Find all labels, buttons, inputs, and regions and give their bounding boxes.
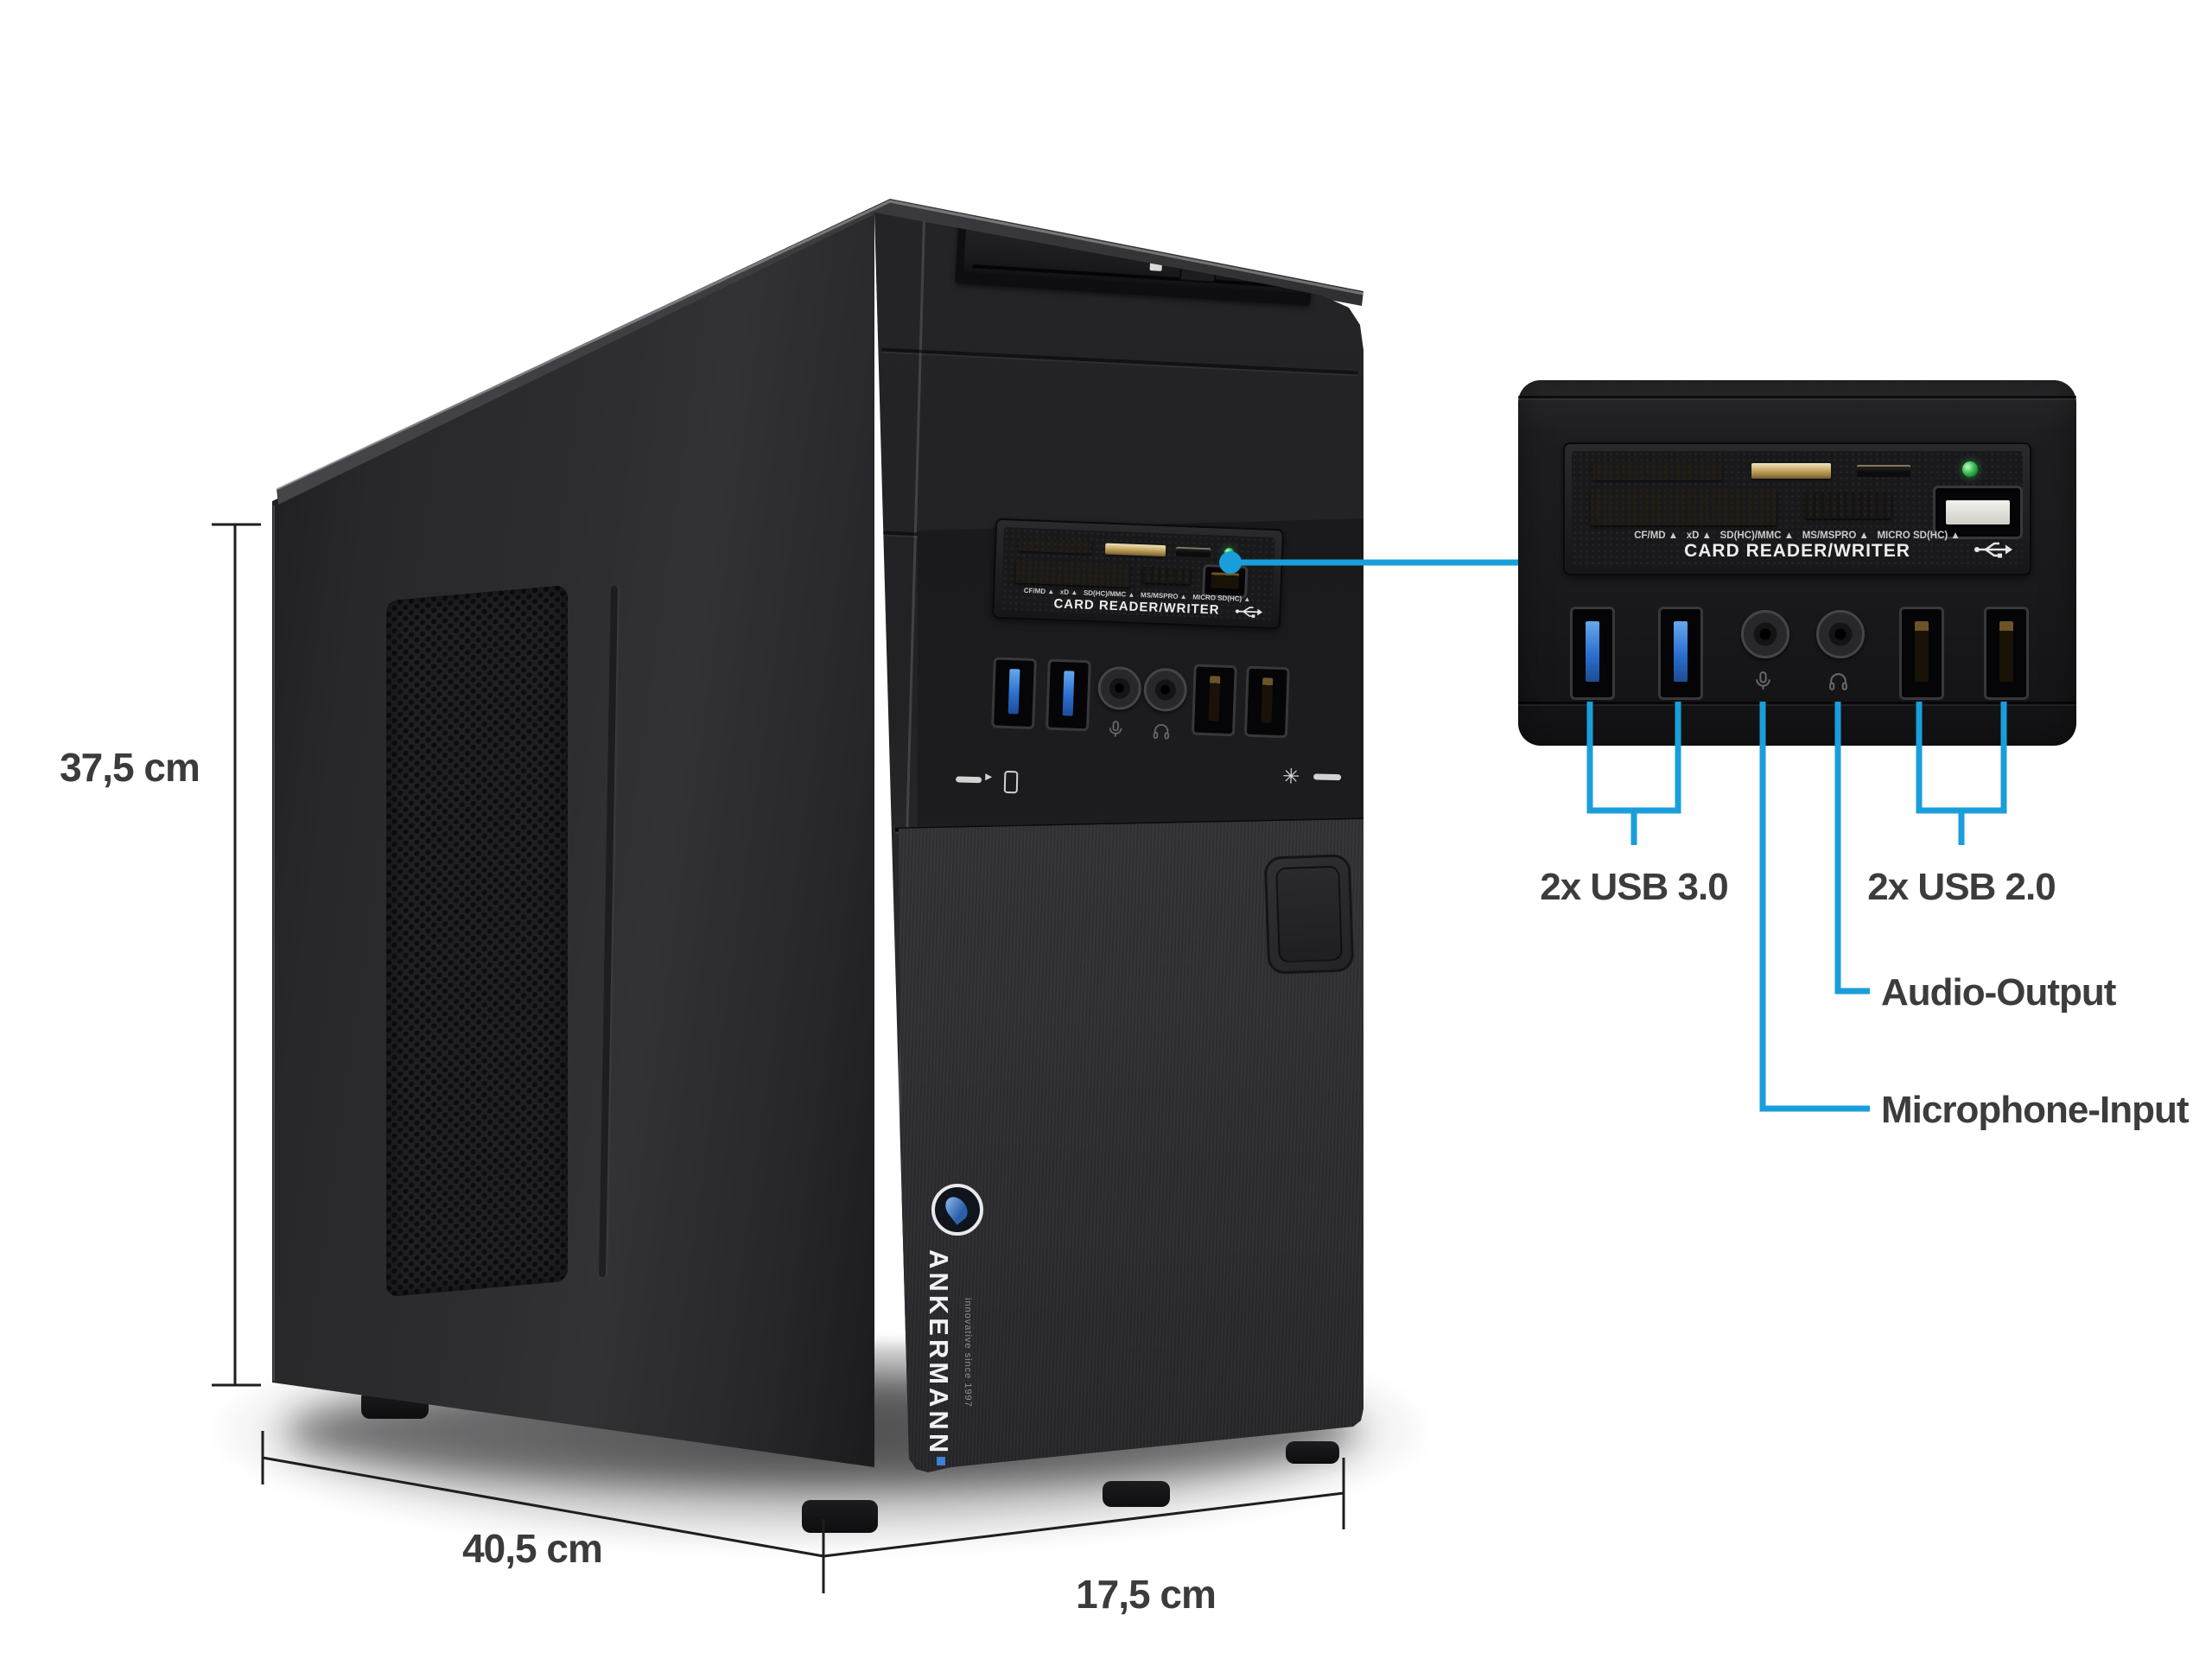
audio-output-label: Audio-Output bbox=[1881, 971, 2116, 1014]
panel-groove-bottom bbox=[1518, 702, 2076, 704]
card-reader-slot-labels: CF/MD ▲ xD ▲ SD(HC)/MMC ▲ MS/MSPRO ▲ MIC… bbox=[1634, 531, 1961, 541]
power-led-dash bbox=[1313, 773, 1342, 781]
headphone-icon bbox=[1829, 673, 1847, 690]
usb2-port-2 bbox=[1984, 607, 2029, 700]
usb2-tongue bbox=[1915, 621, 1929, 682]
case-foot-front-mid bbox=[1103, 1481, 1170, 1507]
usb2-tongue bbox=[1208, 676, 1221, 721]
door-latch-inner bbox=[1275, 865, 1343, 963]
front-door: ANKERMANN innovative since 1997 bbox=[899, 819, 1363, 1472]
headphone-jack bbox=[1816, 610, 1865, 658]
cf-md-slot bbox=[1591, 489, 1777, 525]
microphone-input-label: Microphone-Input bbox=[1881, 1089, 2189, 1131]
jack-hole bbox=[1759, 628, 1771, 640]
reader-usb-tongue bbox=[1946, 500, 2010, 524]
usb-trident-icon bbox=[1235, 607, 1262, 618]
usb3-tongue bbox=[1007, 669, 1020, 715]
usb3-port-1 bbox=[1570, 607, 1615, 700]
microphone-icon bbox=[1756, 671, 1770, 690]
card-reader-face: CF/MD ▲ xD ▲ SD(HC)/MMC ▲ MS/MSPRO ▲ MIC… bbox=[1572, 451, 2023, 567]
mic-callout-line bbox=[1759, 702, 1870, 1112]
brand-tagline: innovative since 1997 bbox=[963, 1298, 973, 1408]
height-dimension-label: 37,5 cm bbox=[60, 745, 200, 790]
usb3-port-1 bbox=[991, 657, 1037, 730]
dim-height-group bbox=[212, 523, 261, 1387]
door-latch-button bbox=[1263, 854, 1355, 975]
jack-hole bbox=[1834, 628, 1847, 640]
reader-led bbox=[1962, 461, 1978, 477]
tower-side-panel bbox=[272, 212, 874, 1467]
usb-trident-icon bbox=[1974, 542, 2012, 558]
usb3-tongue bbox=[1674, 621, 1688, 682]
card-reader-module: CF/MD ▲ xD ▲ SD(HC)/MMC ▲ MS/MSPRO ▲ MIC… bbox=[991, 518, 1285, 630]
usb3-tongue bbox=[1586, 621, 1599, 682]
case-foot-front-right bbox=[1286, 1441, 1339, 1464]
sd-slot bbox=[1751, 463, 1831, 479]
usb2-tongue bbox=[1261, 677, 1274, 723]
front-ports-row bbox=[874, 213, 1363, 811]
usb3-callout-label: 2x USB 3.0 bbox=[1540, 866, 1728, 908]
panel-groove-top bbox=[1518, 396, 2076, 398]
tower-front-bezel: CF/MD ▲ xD ▲ SD(HC)/MMC ▲ MS/MSPRO ▲ MIC… bbox=[874, 213, 1363, 1472]
brand-logo-flame bbox=[941, 1192, 972, 1225]
hdd-icon bbox=[1003, 770, 1019, 794]
power-indicator-group: ✳ bbox=[1281, 764, 1363, 796]
brand-wordmark: ANKERMANN bbox=[924, 1249, 954, 1457]
side-vent-mesh bbox=[386, 584, 568, 1298]
usb3-port-2 bbox=[1046, 658, 1091, 732]
reader-usb-port bbox=[1933, 486, 2023, 539]
usb2-port-2 bbox=[1243, 665, 1290, 739]
depth-dimension-label: 40,5 cm bbox=[462, 1526, 603, 1571]
ms-slot bbox=[1857, 465, 1910, 477]
usb2-tongue bbox=[1999, 621, 2013, 682]
usb2-port-1 bbox=[1899, 607, 1944, 700]
hdd-indicator-group: ▸ bbox=[956, 769, 1060, 798]
ms-duo-slot bbox=[1805, 493, 1891, 518]
card-reader-module-closeup: CF/MD ▲ xD ▲ SD(HC)/MMC ▲ MS/MSPRO ▲ MIC… bbox=[1563, 442, 2031, 575]
card-reader-face: CF/MD ▲ xD ▲ SD(HC)/MMC ▲ MS/MSPRO ▲ MIC… bbox=[1001, 527, 1275, 620]
width-dimension-label: 17,5 cm bbox=[1076, 1572, 1217, 1617]
usb2-port-1 bbox=[1191, 664, 1237, 737]
microphone-jack bbox=[1096, 665, 1142, 711]
microphone-icon bbox=[1109, 721, 1122, 737]
usb3-tongue bbox=[1062, 671, 1075, 716]
brand-logo-dot bbox=[937, 1457, 945, 1465]
hdd-led-dash bbox=[956, 776, 982, 784]
case-foot-front-left bbox=[802, 1500, 878, 1533]
power-icon: ✳ bbox=[1281, 765, 1300, 789]
headphone-jack bbox=[1142, 667, 1188, 713]
card-reader-title: CARD READER/WRITER bbox=[1684, 541, 1910, 561]
headphone-icon bbox=[1153, 724, 1170, 740]
cf-slot bbox=[1592, 461, 1722, 480]
usb2-callout-label: 2x USB 2.0 bbox=[1867, 866, 2056, 908]
microphone-jack bbox=[1741, 610, 1789, 658]
front-panel-closeup: CF/MD ▲ xD ▲ SD(HC)/MMC ▲ MS/MSPRO ▲ MIC… bbox=[1518, 380, 2076, 746]
usb3-port-2 bbox=[1658, 607, 1703, 700]
indicator-arrow-icon: ▸ bbox=[984, 769, 993, 785]
brand-logo-badge bbox=[931, 1184, 983, 1236]
